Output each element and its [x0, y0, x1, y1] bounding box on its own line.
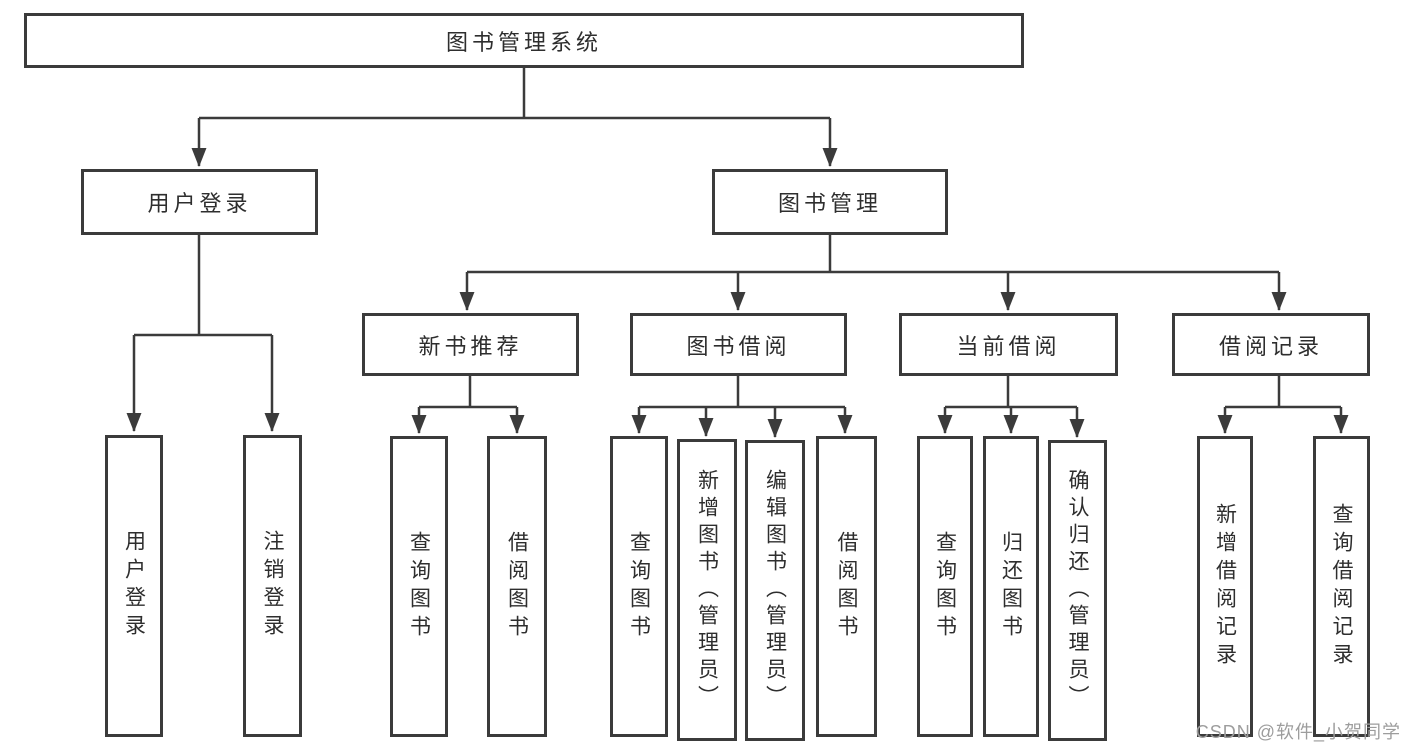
leaf-label: 新增借阅记录 — [1213, 502, 1237, 671]
leaf-edit-books-admin: 编辑图书（管理员） — [745, 440, 805, 741]
leaf-borrow-books-borrowing: 借阅图书 — [816, 436, 877, 737]
node-label: 图书管理 — [777, 191, 882, 216]
leaf-add-borrow-record: 新增借阅记录 — [1197, 436, 1253, 737]
node-book-management: 图书管理 — [712, 169, 948, 235]
node-label: 图书借阅 — [686, 333, 791, 359]
leaf-label: 借阅图书 — [835, 530, 859, 643]
node-label: 用户登录 — [147, 191, 252, 216]
tree-branch-lines — [134, 68, 1341, 409]
leaf-label: 查询借阅记录 — [1330, 502, 1354, 671]
leaf-label: 用户登录 — [122, 530, 146, 642]
node-label: 图书管理系统 — [445, 29, 602, 55]
leaf-query-books-recommend: 查询图书 — [390, 436, 448, 737]
leaf-query-books-borrowing: 查询图书 — [610, 436, 668, 737]
leaf-label: 确认归还（管理员） — [1066, 469, 1090, 712]
tree-arrow-lines — [126, 118, 1349, 438]
leaf-return-books: 归还图书 — [983, 436, 1039, 737]
node-label: 借阅记录 — [1218, 333, 1323, 359]
leaf-add-books-admin: 新增图书（管理员） — [677, 439, 737, 741]
leaf-label: 借阅图书 — [505, 530, 529, 643]
leaf-label: 归还图书 — [999, 530, 1023, 643]
node-book-borrowing: 图书借阅 — [630, 313, 847, 376]
node-user-login: 用户登录 — [81, 169, 318, 235]
leaf-borrow-books-recommend: 借阅图书 — [487, 436, 547, 737]
leaf-query-books-current: 查询图书 — [917, 436, 973, 737]
leaf-label: 编辑图书（管理员） — [763, 469, 787, 712]
node-library-system: 图书管理系统 — [24, 13, 1024, 68]
watermark: CSDN @软件_小贺同学 — [1195, 722, 1401, 742]
leaf-label: 注销登录 — [261, 530, 285, 642]
leaf-logout-login: 注销登录 — [243, 435, 302, 737]
node-new-book-recommend: 新书推荐 — [362, 313, 579, 376]
node-current-borrowing: 当前借阅 — [899, 313, 1118, 376]
node-label: 新书推荐 — [418, 333, 523, 359]
node-borrowing-records: 借阅记录 — [1172, 313, 1370, 376]
leaf-user-login: 用户登录 — [105, 435, 163, 737]
leaf-label: 查询图书 — [933, 530, 957, 643]
node-label: 当前借阅 — [956, 333, 1061, 359]
leaf-confirm-return-admin: 确认归还（管理员） — [1048, 440, 1107, 741]
leaf-label: 新增图书（管理员） — [695, 468, 719, 712]
leaf-label: 查询图书 — [407, 530, 431, 643]
leaf-label: 查询图书 — [627, 530, 651, 643]
leaf-query-borrow-record: 查询借阅记录 — [1313, 436, 1370, 737]
